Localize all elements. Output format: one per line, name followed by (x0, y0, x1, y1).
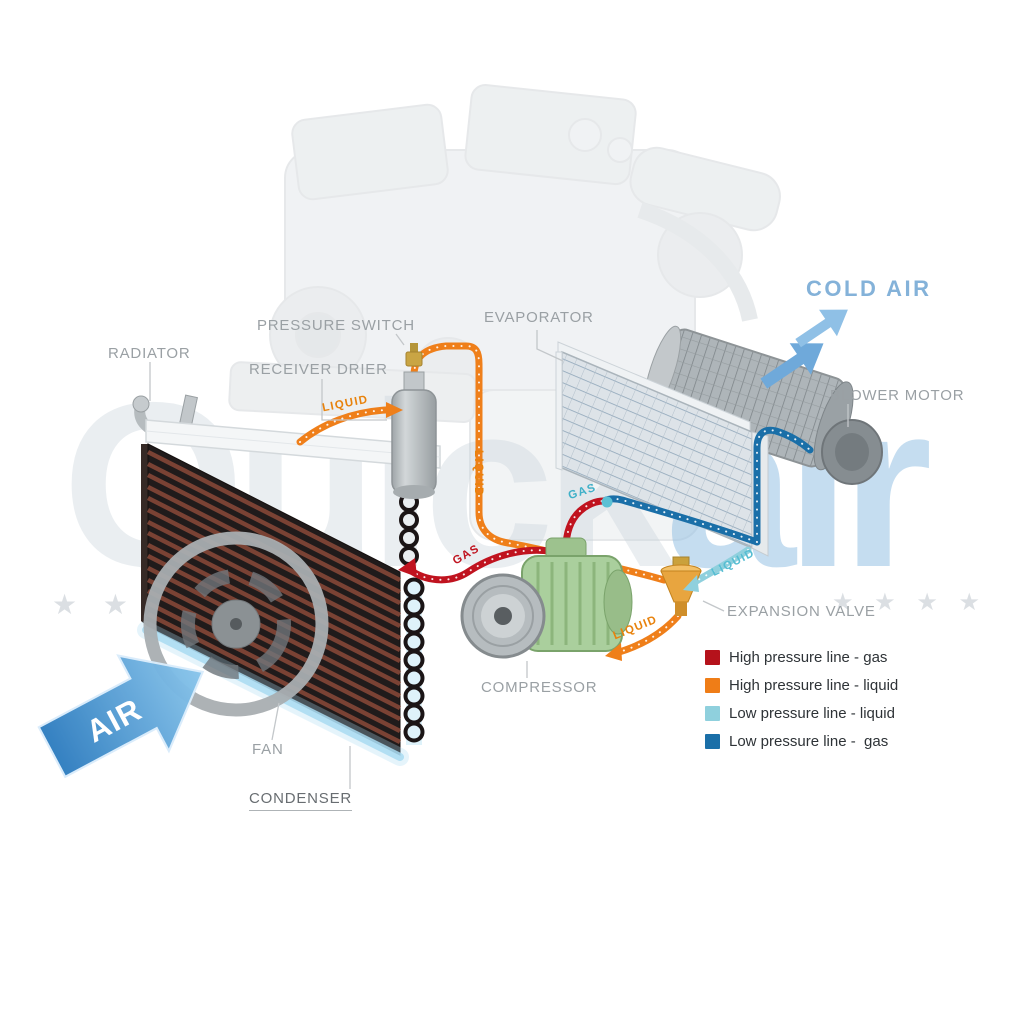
radiator-graphic (132, 394, 441, 469)
flow-arrowheads (386, 402, 699, 661)
legend-label: Low pressure line - liquid (729, 705, 895, 722)
air-arrow: AIR (37, 654, 205, 779)
legend-label: Low pressure line - gas (729, 733, 889, 750)
legend-label: High pressure line - gas (729, 649, 888, 666)
expansion-valve-label: EXPANSION VALVE (727, 603, 876, 620)
fan-label: FAN (252, 741, 284, 758)
watermark-stars-right: ★ ★ ★ ★ (832, 589, 987, 616)
high-pressure-gas-line (406, 497, 608, 584)
legend-label: High pressure line - liquid (729, 677, 899, 694)
cold-air-label: COLD AIR (806, 276, 932, 301)
legend-item: Low pressure line - liquid (705, 705, 898, 722)
pressure-switch-graphic (410, 343, 418, 353)
fan-graphic (143, 531, 329, 717)
low-pressure-liquid-line (686, 546, 752, 589)
legend: High pressure line - gas High pressure l… (705, 649, 898, 750)
legend-item: High pressure line - gas (705, 649, 898, 666)
pressure-switch-label: PRESSURE SWITCH (257, 317, 415, 334)
radiator-label: RADIATOR (108, 345, 191, 362)
liquid-flow-label-vertical: LIQUID (472, 450, 484, 497)
legend-item: Low pressure line - gas (705, 733, 898, 750)
legend-swatch-high-gas (705, 650, 720, 665)
legend-item: High pressure line - liquid (705, 677, 898, 694)
leader-lines (149, 330, 849, 789)
condenser-label: CONDENSER (249, 790, 353, 811)
legend-swatch-high-liquid (705, 678, 720, 693)
expansion-valve-graphic (660, 556, 702, 616)
receiver-drier-label: RECEIVER DRIER (249, 361, 388, 378)
line-junction (601, 496, 613, 508)
compressor-graphic (460, 537, 633, 659)
compressor-label: COMPRESSOR (481, 679, 598, 696)
blower-motor-label: BLOWER MOTOR (830, 387, 965, 404)
legend-swatch-low-liquid (705, 706, 720, 721)
receiver-drier-graphic (391, 343, 437, 499)
legend-swatch-low-gas (705, 734, 720, 749)
cold-air-arrows (760, 309, 848, 389)
evaporator-label: EVAPORATOR (484, 309, 594, 326)
